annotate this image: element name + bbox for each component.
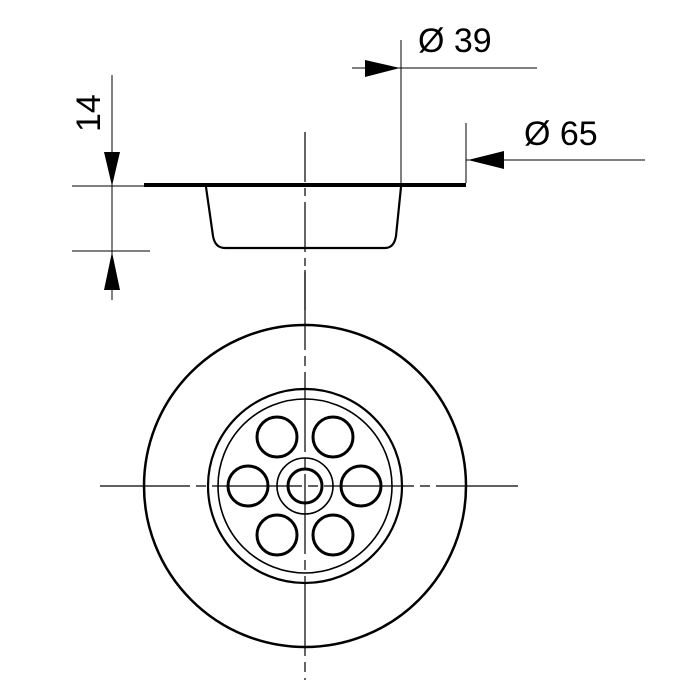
top-view	[100, 270, 518, 680]
hole	[255, 513, 299, 557]
hole	[311, 513, 355, 557]
arrowheads	[104, 60, 504, 290]
hole	[255, 415, 299, 459]
arrow-up-icon	[104, 252, 120, 290]
arrow-right-icon	[365, 60, 400, 77]
inner-diameter-dimension	[352, 40, 537, 185]
arrow-left-icon	[468, 151, 504, 169]
arrow-down-icon	[104, 152, 120, 186]
cup-body	[204, 186, 403, 250]
outer-diameter-label: Ø 65	[524, 115, 598, 153]
inner-diameter-label: Ø 39	[418, 22, 492, 60]
hole	[311, 415, 355, 459]
height-label: 14	[70, 94, 108, 132]
